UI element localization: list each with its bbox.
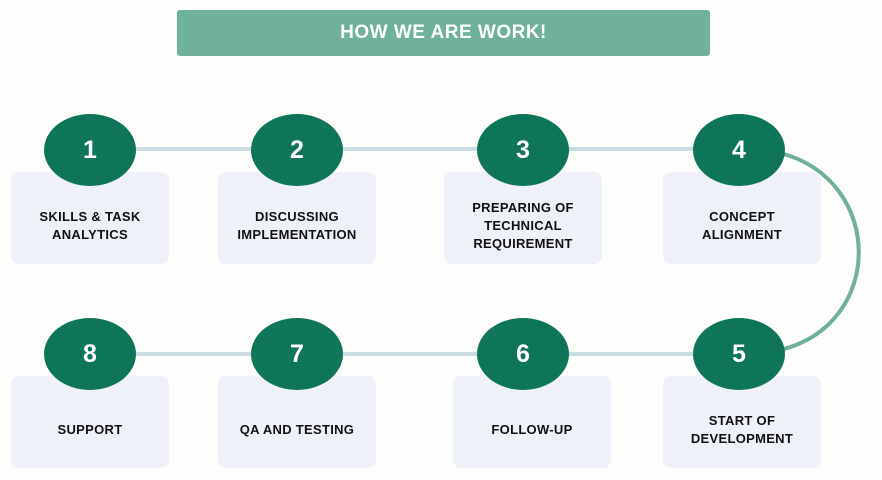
step-number-5: 5 bbox=[693, 318, 785, 390]
step-card-7: QA AND TESTING bbox=[218, 376, 376, 468]
title-banner: HOW WE ARE WORK! bbox=[177, 10, 710, 56]
connector-4-5-curve bbox=[779, 151, 861, 352]
step-number-1: 1 bbox=[44, 114, 136, 186]
step-label-4: CONCEPT ALIGNMENT bbox=[702, 209, 782, 242]
step-label-3: PREPARING OF TECHNICAL REQUIREMENT bbox=[472, 200, 574, 251]
step-number-7: 7 bbox=[251, 318, 343, 390]
step-card-8: SUPPORT bbox=[11, 376, 169, 468]
step-number-2: 2 bbox=[251, 114, 343, 186]
step-card-2: DISCUSSING IMPLEMENTATION bbox=[218, 172, 376, 264]
step-card-5: START OF DEVELOPMENT bbox=[663, 376, 821, 468]
step-card-6: FOLLOW-UP bbox=[453, 376, 611, 468]
step-number-3: 3 bbox=[477, 114, 569, 186]
step-label-5: START OF DEVELOPMENT bbox=[690, 413, 794, 446]
step-label-6: FOLLOW-UP bbox=[491, 422, 573, 437]
step-card-3: PREPARING OF TECHNICAL REQUIREMENT bbox=[444, 172, 602, 264]
page-title: HOW WE ARE WORK! bbox=[340, 22, 547, 43]
step-number-6: 6 bbox=[477, 318, 569, 390]
step-label-8: SUPPORT bbox=[57, 422, 123, 437]
step-number-4: 4 bbox=[693, 114, 785, 186]
step-label-1: SKILLS & TASK ANALYTICS bbox=[39, 209, 141, 242]
step-card-1: SKILLS & TASK ANALYTICS bbox=[11, 172, 169, 264]
step-label-2: DISCUSSING IMPLEMENTATION bbox=[237, 209, 357, 242]
step-number-8: 8 bbox=[44, 318, 136, 390]
step-label-7: QA AND TESTING bbox=[239, 422, 355, 437]
step-card-4: CONCEPT ALIGNMENT bbox=[663, 172, 821, 264]
